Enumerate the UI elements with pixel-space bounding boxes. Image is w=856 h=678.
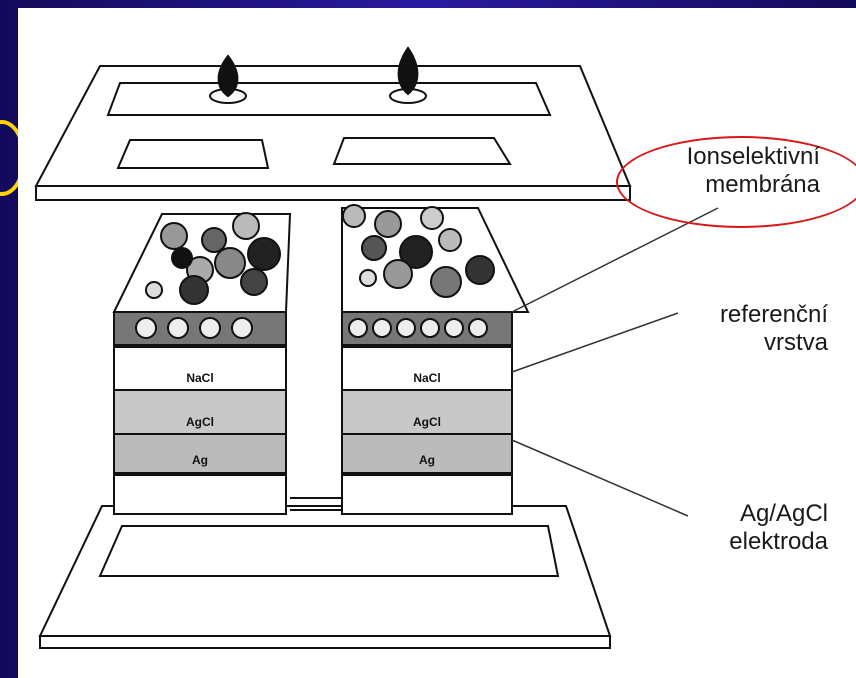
layer-label-nacl-right: NaCl [413, 371, 440, 385]
drop-left [219, 56, 238, 96]
layer-label-agcl-right: AgCl [413, 415, 441, 429]
layer-label-ag-left: Ag [192, 453, 208, 467]
top-cover-edge [36, 186, 630, 200]
layer-label-agcl-left: AgCl [186, 415, 214, 429]
base-edge [40, 636, 610, 648]
base-inner [100, 526, 558, 576]
layer-label-ag-right: Ag [419, 453, 435, 467]
diagram-panel: NaCl AgCl Ag NaCl AgCl Ag Ionselektivní … [18, 8, 856, 678]
label-membrane: Ionselektivní membrána [618, 143, 820, 199]
label-electrode: Ag/AgCl elektroda [638, 500, 828, 556]
top-slot [108, 83, 550, 115]
base-layer-left [114, 474, 286, 514]
drop-right [399, 48, 418, 94]
label-reference: referenční vrstva [638, 301, 828, 357]
window-left [118, 140, 268, 168]
stack-right [342, 205, 528, 514]
window-right [334, 138, 510, 164]
stack-left [114, 213, 290, 514]
base-layer-right [342, 474, 512, 514]
layer-label-nacl-left: NaCl [186, 371, 213, 385]
